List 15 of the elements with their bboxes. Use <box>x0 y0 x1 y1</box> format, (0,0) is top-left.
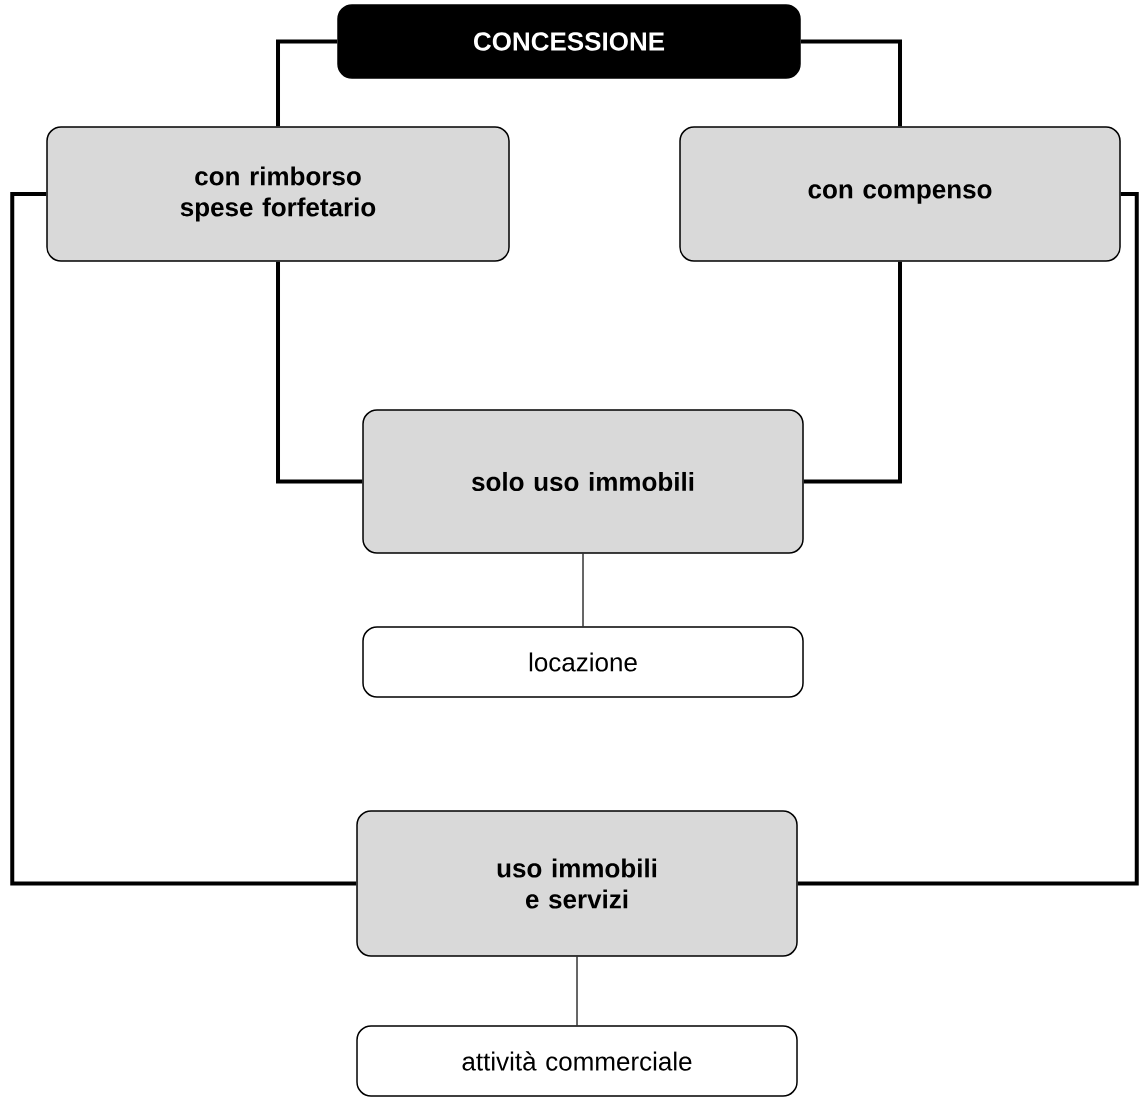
connector-line <box>797 192 1139 886</box>
connector-line <box>10 192 357 886</box>
category-box: con rimborso spese forfetario <box>46 126 510 262</box>
connector-line <box>276 39 338 127</box>
connector-line <box>803 261 902 484</box>
connector-line <box>582 553 584 627</box>
category-box: solo uso immobili <box>362 409 804 554</box>
result-box: locazione <box>362 626 804 698</box>
title-box: CONCESSIONE <box>337 4 801 79</box>
connector-line <box>800 39 902 127</box>
connector-line <box>576 956 578 1026</box>
connector-line <box>276 261 363 484</box>
result-box: attività commerciale <box>356 1025 798 1097</box>
category-box: con compenso <box>679 126 1121 262</box>
category-box: uso immobili e servizi <box>356 810 798 957</box>
